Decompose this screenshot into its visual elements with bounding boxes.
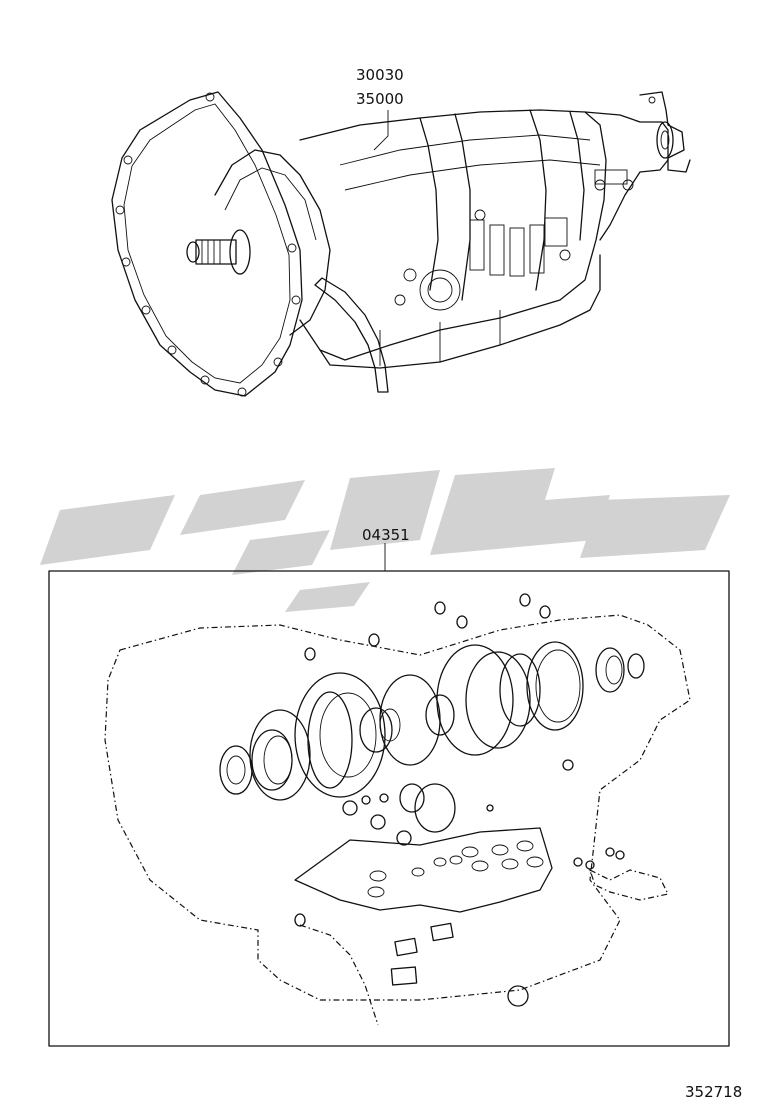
- input-shaft: [186, 229, 251, 275]
- gasket-kit-illustration: [104, 593, 691, 1026]
- part-number-04351: 04351: [362, 526, 410, 544]
- part-number-35000: 35000: [356, 90, 404, 108]
- part-number-30030: 30030: [356, 66, 404, 84]
- illustration-number: 352718: [685, 1083, 742, 1101]
- output-flange: [639, 91, 691, 173]
- transmission-assembly-illustration: [111, 91, 691, 397]
- gasket-kit-frame: [48, 570, 730, 1047]
- arabic-logo-watermark: [40, 468, 730, 612]
